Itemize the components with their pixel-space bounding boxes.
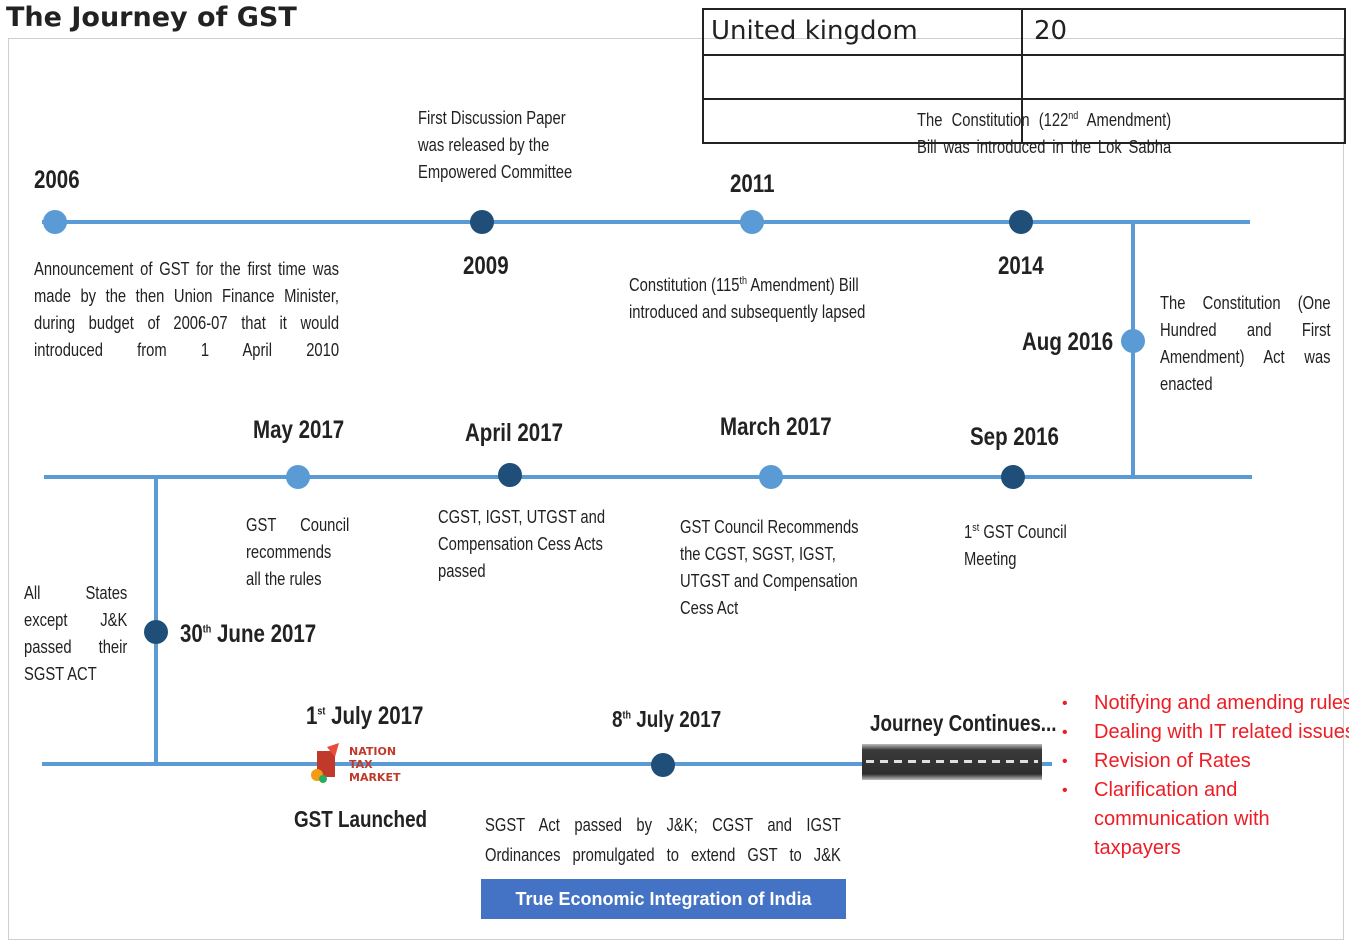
milestone-year-july-8-2017: 8th July 2017: [612, 706, 722, 732]
future-item: Notifying and amending rules: [1062, 689, 1349, 718]
milestone-dot-july-8-2017: [651, 753, 675, 777]
journey-continues-label: Journey Continues...: [870, 710, 1057, 736]
svg-text:MARKET: MARKET: [349, 771, 401, 784]
milestone-desc-sep-2016: 1st GST Council Meeting: [964, 522, 1067, 569]
integration-banner: True Economic Integration of India: [481, 879, 846, 919]
milestone-dot-2006: [43, 210, 67, 234]
milestone-desc-june-2017: All States except J&K passed their SGST …: [24, 583, 128, 684]
milestone-year-aug-2016: Aug 2016: [1022, 328, 1114, 356]
milestone-year-april-2017: April 2017: [465, 419, 564, 447]
future-item: Clarification and communication with tax…: [1062, 776, 1334, 863]
milestone-desc-2011: Constitution (115th Amendment) Bill intr…: [629, 275, 866, 322]
milestone-desc-may-2017: GST Council recommends all the rules: [246, 515, 350, 589]
milestone-desc-2009: First Discussion Paper was released by t…: [418, 108, 573, 182]
table-cell: 20: [1034, 16, 1068, 46]
table-row-divider: [704, 98, 1344, 100]
milestone-year-march-2017: March 2017: [720, 413, 832, 441]
milestone-dot-march-2017: [759, 465, 783, 489]
milestone-year-july-1-2017: 1st July 2017: [306, 702, 424, 730]
milestone-desc-2006: Announcement of GST for the first time w…: [34, 259, 340, 360]
milestone-desc-april-2017: CGST, IGST, UTGST and Compensation Cess …: [438, 507, 606, 581]
milestone-year-may-2017: May 2017: [253, 416, 345, 444]
milestone-desc-march-2017: GST Council Recommends the CGST, SGST, I…: [680, 517, 859, 618]
milestone-year-2006: 2006: [34, 166, 80, 194]
table-col-divider: [1021, 10, 1023, 142]
table-cell: United kingdom: [711, 16, 918, 46]
milestone-dot-april-2017: [498, 463, 522, 487]
milestone-dot-2009: [470, 210, 494, 234]
milestone-dot-sep-2016: [1001, 465, 1025, 489]
milestone-year-2014: 2014: [998, 252, 1044, 280]
milestone-year-2009: 2009: [463, 252, 509, 280]
diagram-frame: [8, 38, 1344, 940]
svg-text:TAX: TAX: [349, 758, 373, 771]
timeline-line-bottom: [42, 762, 1052, 766]
milestone-dot-aug-2016: [1121, 329, 1145, 353]
milestone-dot-june-2017: [144, 620, 168, 644]
milestone-year-june-2017: 30th June 2017: [180, 620, 317, 648]
future-item: Revision of Rates: [1062, 747, 1349, 776]
road-stripe: [866, 760, 1038, 763]
svg-text:NATION: NATION: [349, 745, 396, 758]
timeline-line-middle: [44, 475, 1252, 479]
milestone-dot-2014: [1009, 210, 1033, 234]
table-row-divider: [704, 54, 1344, 56]
page-title: The Journey of GST: [6, 2, 297, 33]
nation-tax-market-logo: NATION TAX MARKET: [305, 741, 405, 787]
overlay-table: United kingdom 20: [702, 8, 1346, 144]
milestone-desc-july-8-2017: SGST Act passed by J&K; CGST and IGST Or…: [485, 815, 841, 865]
milestone-year-sep-2016: Sep 2016: [970, 423, 1059, 451]
milestone-year-2011: 2011: [730, 170, 775, 198]
future-actions-list: Notifying and amending rules Dealing wit…: [1062, 689, 1349, 863]
milestone-desc-aug-2016: The Constitution (One Hundred and First …: [1160, 293, 1331, 394]
milestone-dot-may-2017: [286, 465, 310, 489]
timeline-line-top: [42, 220, 1250, 224]
gst-launched-caption: GST Launched: [294, 806, 428, 832]
milestone-dot-2011: [740, 210, 764, 234]
future-item: Dealing with IT related issues: [1062, 718, 1349, 747]
